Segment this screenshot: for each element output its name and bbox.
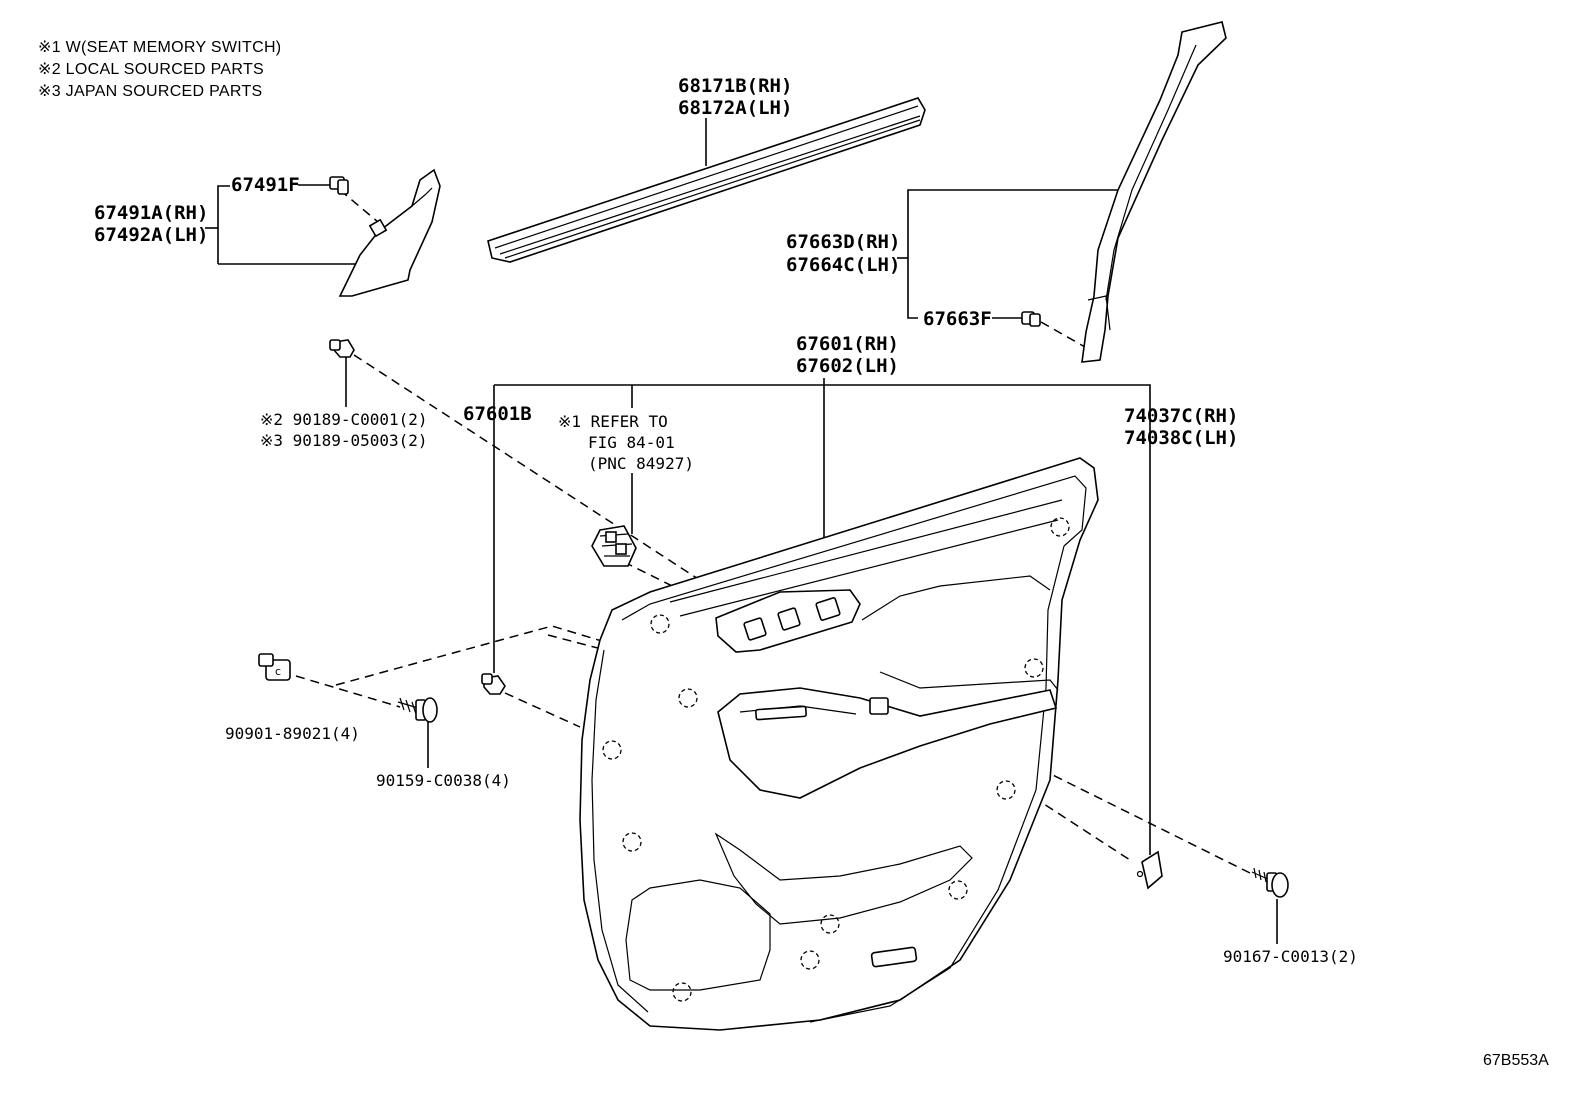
label-67602[interactable]: 67602(LH) <box>796 355 899 377</box>
figure-code: 67B553A <box>1483 1052 1549 1069</box>
clip-67663f[interactable] <box>1021 311 1041 327</box>
label-90159-c0038[interactable]: 90159-C0038(4) <box>376 771 511 790</box>
screw-90167[interactable] <box>1251 867 1289 898</box>
label-67663f[interactable]: 67663F <box>923 308 992 330</box>
label-67491f[interactable]: 67491F <box>231 174 300 196</box>
seat-memory-switch[interactable] <box>591 525 637 567</box>
label-74038c[interactable]: 74038C(LH) <box>1124 427 1238 449</box>
door-trim-panel[interactable] <box>579 457 1099 1031</box>
note-local-sourced-parts: ※2 LOCAL SOURCED PARTS <box>38 61 264 78</box>
clip-90189[interactable] <box>329 339 355 358</box>
door-belt-weatherstrip[interactable] <box>487 97 926 263</box>
screw-cover-cap[interactable] <box>1136 850 1163 890</box>
nut-90901[interactable]: c <box>258 653 291 681</box>
label-refer-pnc: (PNC 84927) <box>588 454 694 473</box>
label-90189-c0001[interactable]: ※2 90189-C0001(2) <box>260 410 428 429</box>
clip-67491f[interactable] <box>329 176 349 195</box>
label-67491a[interactable]: 67491A(RH) <box>94 202 208 224</box>
label-90167-c0013[interactable]: 90167-C0013(2) <box>1223 947 1358 966</box>
label-68172a[interactable]: 68172A(LH) <box>678 97 792 119</box>
label-68171b[interactable]: 68171B(RH) <box>678 75 792 97</box>
label-67601b[interactable]: 67601B <box>463 403 532 425</box>
label-74037c[interactable]: 74037C(RH) <box>1124 405 1238 427</box>
leader-lines <box>205 118 1278 944</box>
label-67492a[interactable]: 67492A(LH) <box>94 224 208 246</box>
svg-text:c: c <box>275 665 281 678</box>
pillar-garnish[interactable] <box>1081 21 1227 363</box>
clip-67601b[interactable] <box>481 673 506 695</box>
note-japan-sourced-parts: ※3 JAPAN SOURCED PARTS <box>38 83 263 100</box>
label-67663d[interactable]: 67663D(RH) <box>786 231 900 253</box>
label-refer-to: ※1 REFER TO <box>558 412 668 431</box>
note-seat-memory-switch: ※1 W(SEAT MEMORY SWITCH) <box>38 39 282 56</box>
label-90901-89021[interactable]: 90901-89021(4) <box>225 724 360 743</box>
label-67664c[interactable]: 67664C(LH) <box>786 254 900 276</box>
label-67601[interactable]: 67601(RH) <box>796 333 899 355</box>
mirror-corner-cover[interactable] <box>338 168 441 297</box>
screw-90159[interactable] <box>397 697 438 723</box>
label-90189-05003[interactable]: ※3 90189-05003(2) <box>260 431 428 450</box>
label-refer-fig[interactable]: FIG 84-01 <box>588 433 675 452</box>
